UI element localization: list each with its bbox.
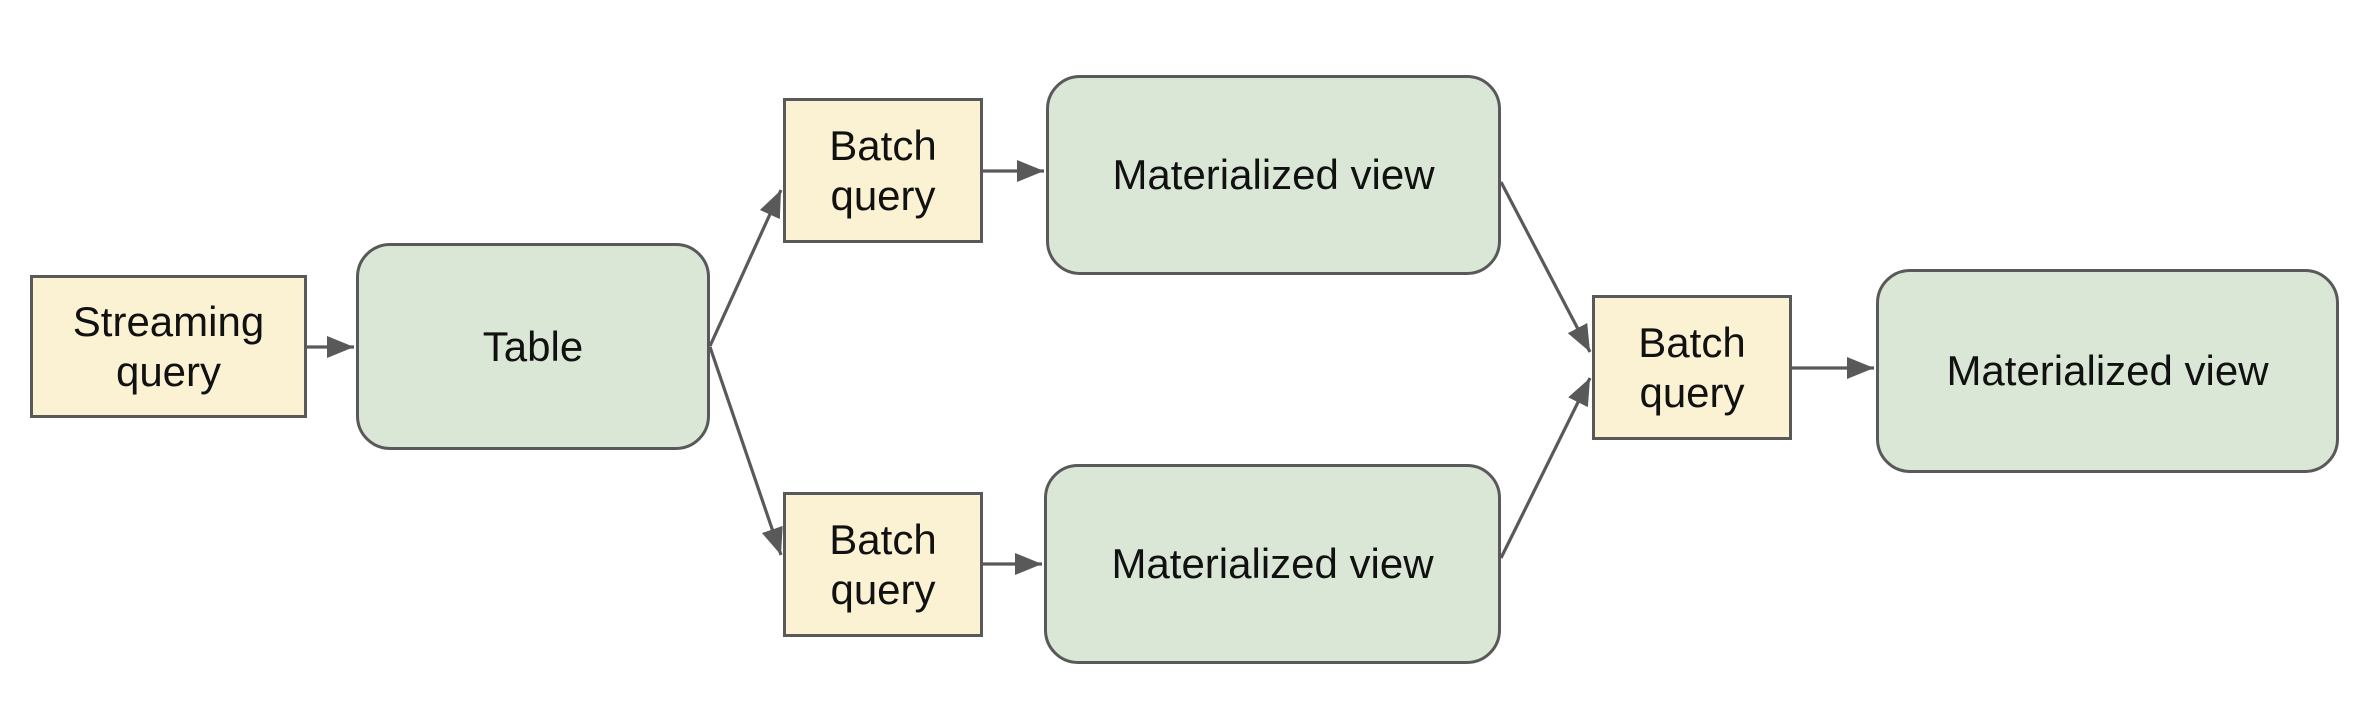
- node-materialized-view-top: Materialized view: [1046, 75, 1501, 275]
- edge-table-to-batch-query-top: [708, 189, 783, 347]
- node-batch-query-merge-label: Batch query: [1638, 318, 1746, 416]
- node-batch-query-bottom-label: Batch query: [829, 515, 937, 613]
- node-materialized-view-final: Materialized view: [1876, 269, 2339, 473]
- node-streaming-query-label: Streaming query: [72, 297, 265, 395]
- node-materialized-view-final-label: Materialized view: [1946, 347, 2269, 395]
- edge-materialized-view-bottom-to-batch-query-merge: [1499, 377, 1592, 559]
- node-table-label: Table: [482, 322, 584, 370]
- node-materialized-view-bottom-label: Materialized view: [1111, 540, 1434, 588]
- node-materialized-view-top-label: Materialized view: [1112, 151, 1435, 199]
- edge-materialized-view-top-to-batch-query-merge: [1499, 181, 1592, 353]
- node-batch-query-merge: Batch query: [1592, 295, 1792, 440]
- node-batch-query-bottom: Batch query: [783, 492, 983, 637]
- node-batch-query-top-label: Batch query: [829, 121, 937, 219]
- edge-table-to-batch-query-bottom: [708, 346, 783, 556]
- node-streaming-query: Streaming query: [30, 275, 307, 418]
- node-table: Table: [356, 243, 710, 450]
- node-batch-query-top: Batch query: [783, 98, 983, 243]
- node-materialized-view-bottom: Materialized view: [1044, 464, 1501, 664]
